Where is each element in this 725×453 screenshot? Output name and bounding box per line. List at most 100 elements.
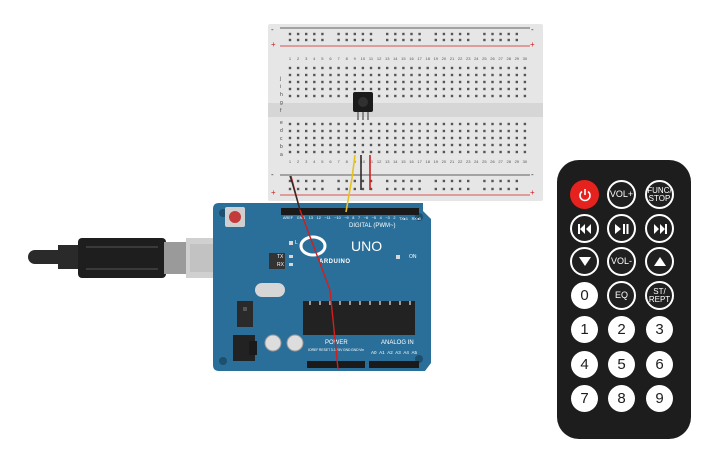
breadboard-hole xyxy=(499,73,502,77)
row-letter: h xyxy=(280,92,283,98)
breadboard-hole xyxy=(450,80,454,84)
button-7[interactable]: 7 xyxy=(571,385,598,412)
pin-label: A2 xyxy=(387,350,393,355)
analog-header-label: ANALOG IN xyxy=(381,340,414,346)
button-8-label: 8 xyxy=(617,390,626,407)
breadboard-hole xyxy=(499,179,502,183)
breadboard-hole xyxy=(475,136,478,140)
breadboard-hole xyxy=(426,73,429,77)
breadboard-hole xyxy=(321,80,324,84)
eq-button[interactable]: EQ xyxy=(607,281,636,310)
breadboard-hole xyxy=(467,94,470,98)
column-number-label: 14 xyxy=(393,56,398,61)
column-number-label: 12 xyxy=(377,159,382,164)
breadboard-hole xyxy=(426,80,429,84)
breadboard-hole xyxy=(305,129,308,133)
breadboard-hole xyxy=(515,94,518,98)
breadboard-hole xyxy=(288,80,292,84)
breadboard-hole xyxy=(475,129,478,133)
breadboard-hole xyxy=(418,87,421,91)
breadboard-hole xyxy=(345,94,348,98)
button-2[interactable]: 2 xyxy=(608,316,635,343)
button-7-label: 7 xyxy=(580,390,589,407)
breadboard-hole xyxy=(442,129,446,133)
button-6[interactable]: 6 xyxy=(646,351,673,378)
breadboard-hole xyxy=(515,38,518,42)
rewind-icon xyxy=(577,223,591,234)
breadboard-hole xyxy=(475,143,478,147)
ir-receiver[interactable] xyxy=(352,90,374,122)
column-number-label: 25 xyxy=(482,159,487,164)
column-number-label: 23 xyxy=(466,56,471,61)
column-number-label: 29 xyxy=(515,56,520,61)
breadboard-hole xyxy=(442,179,446,183)
play-pause-button[interactable] xyxy=(607,214,636,243)
breadboard-hole xyxy=(288,150,292,154)
pin-label: 7 xyxy=(358,216,361,220)
func-stop-button[interactable]: FUNC/ STOP xyxy=(645,180,674,209)
button-1[interactable]: 1 xyxy=(571,316,598,343)
breadboard-hole xyxy=(442,87,446,91)
breadboard-hole xyxy=(507,129,510,133)
breadboard-hole xyxy=(353,136,356,140)
arduino-uno-board[interactable]: UNO ARDUINO DIGITAL (PWM~) POWER ANALOG … xyxy=(213,203,433,371)
column-number-label: 29 xyxy=(515,159,520,164)
breadboard-hole xyxy=(442,80,446,84)
breadboard-hole xyxy=(434,38,437,42)
breadboard-hole xyxy=(442,66,446,70)
button-9[interactable]: 9 xyxy=(646,385,673,412)
prev-button[interactable] xyxy=(570,214,599,243)
st-rept-button[interactable]: ST/ REPT xyxy=(645,281,674,310)
column-number-label: 30 xyxy=(523,56,528,61)
column-number-label: 6 xyxy=(329,159,332,164)
breadboard-hole xyxy=(523,94,527,98)
breadboard-hole xyxy=(353,87,356,91)
up-button[interactable] xyxy=(645,247,674,276)
rail-plus-label-bottom: + xyxy=(271,188,276,197)
breadboard-hole xyxy=(305,73,308,77)
breadboard-hole xyxy=(402,38,405,42)
breadboard-hole xyxy=(288,136,292,140)
column-number-label: 2 xyxy=(297,159,300,164)
next-button[interactable] xyxy=(645,214,674,243)
breadboard-hole xyxy=(507,187,510,191)
button-0[interactable]: 0 xyxy=(571,282,598,309)
breadboard-hole xyxy=(313,187,316,191)
button-3[interactable]: 3 xyxy=(646,316,673,343)
breadboard-hole xyxy=(491,38,494,42)
func-stop-label: FUNC/ STOP xyxy=(647,185,672,203)
breadboard-hole xyxy=(418,122,421,126)
column-number-label: 4 xyxy=(313,159,316,164)
breadboard-hole xyxy=(345,150,348,154)
breadboard-hole xyxy=(458,136,462,140)
column-number-label: 9 xyxy=(354,56,357,61)
vol-up-button[interactable]: VOL+ xyxy=(607,180,636,209)
button-5[interactable]: 5 xyxy=(608,351,635,378)
breadboard-hole xyxy=(361,32,365,36)
breadboard-hole xyxy=(467,87,470,91)
breadboard-hole xyxy=(418,129,421,133)
button-4[interactable]: 4 xyxy=(571,351,598,378)
breadboard-hole xyxy=(442,150,446,154)
breadboard-hole xyxy=(515,122,518,126)
breadboard-hole xyxy=(491,87,494,91)
row-letter: b xyxy=(280,144,283,150)
breadboard-hole xyxy=(523,73,527,77)
breadboard-hole xyxy=(434,66,437,70)
breadboard-hole xyxy=(321,73,324,77)
power-button[interactable] xyxy=(570,180,599,209)
breadboard-hole xyxy=(337,94,340,98)
breadboard-hole xyxy=(458,73,462,77)
breadboard-hole xyxy=(377,143,381,147)
breadboard-hole xyxy=(418,66,421,70)
pin-label: GND xyxy=(351,348,359,352)
column-number-label: 8 xyxy=(346,56,349,61)
vol-down-button[interactable]: VOL- xyxy=(607,247,636,276)
pin-label: A5 xyxy=(411,350,417,355)
pin-label: RX◂0 xyxy=(411,217,421,221)
button-8[interactable]: 8 xyxy=(608,385,635,412)
up-arrow-icon xyxy=(653,257,666,266)
breadboard-hole xyxy=(369,80,373,84)
button-5-label: 5 xyxy=(617,356,626,373)
down-button[interactable] xyxy=(570,247,599,276)
